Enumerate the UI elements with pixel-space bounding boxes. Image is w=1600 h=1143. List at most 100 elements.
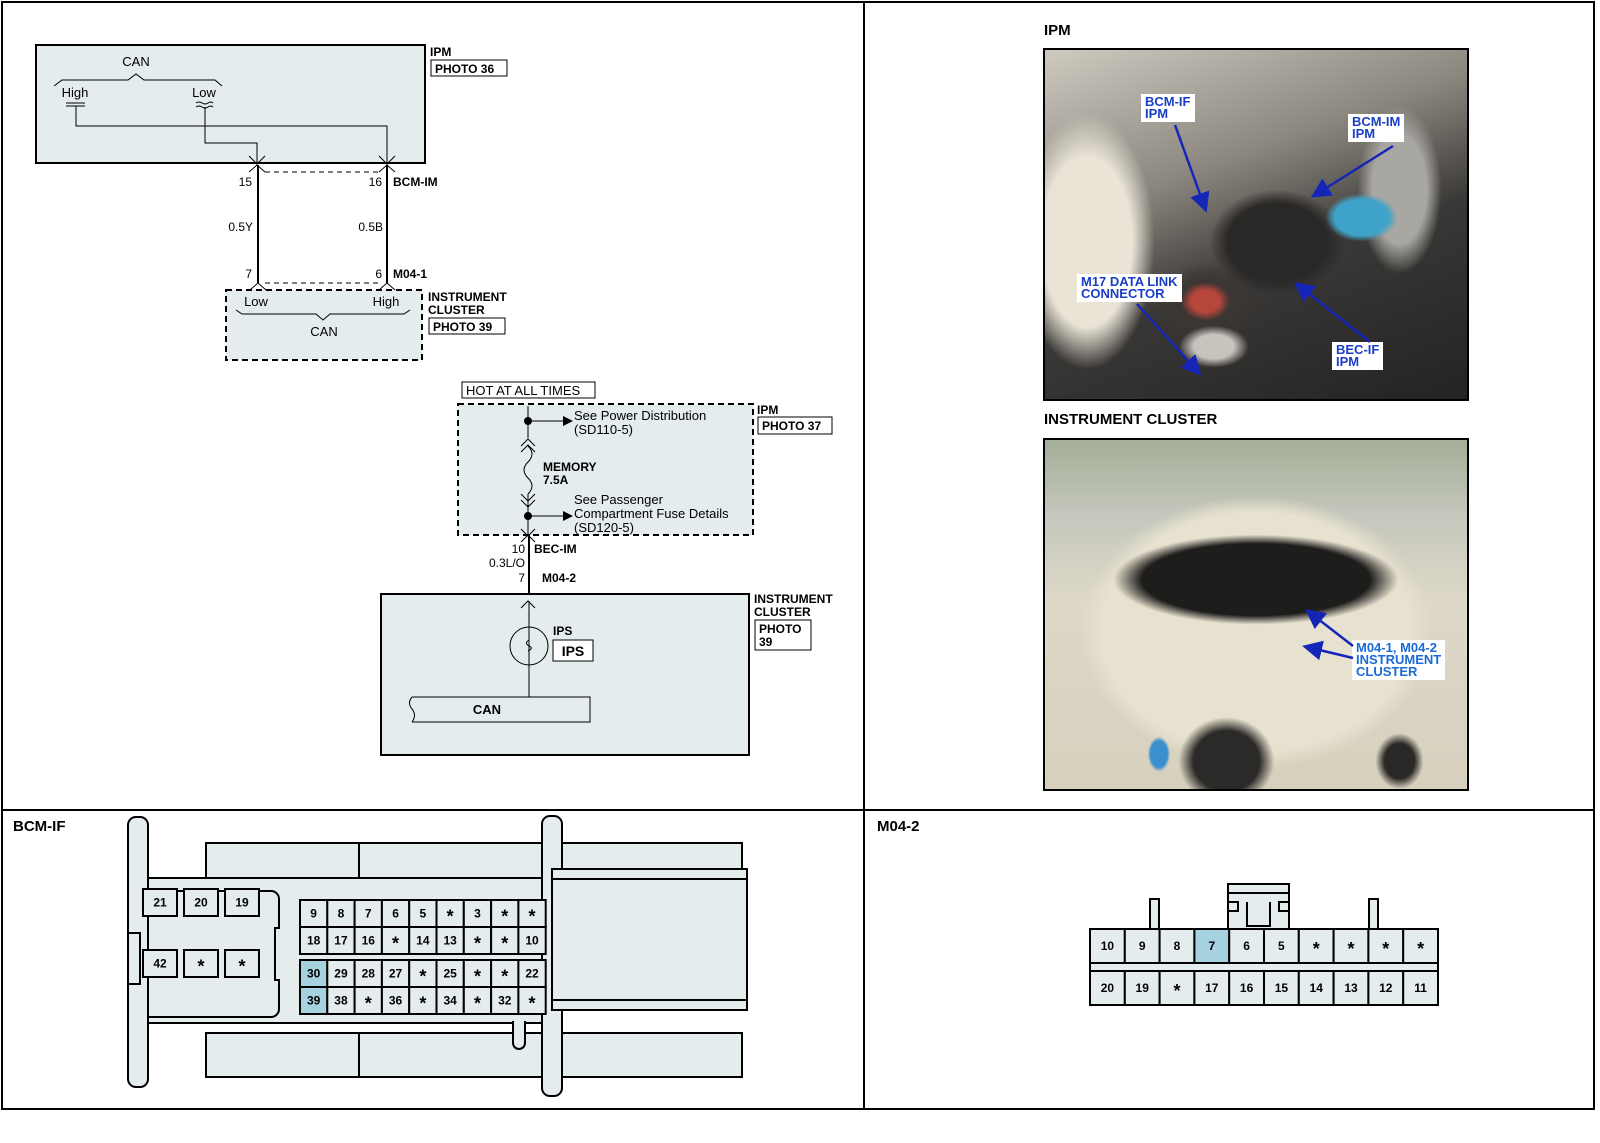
callout-bcm-im: BCM-IM IPM (1348, 114, 1405, 142)
connector-pin-label: * (1347, 939, 1354, 959)
connector-pin-label: 29 (334, 967, 348, 981)
connector-pin-label: * (501, 967, 508, 987)
connector-pin-label: 20 (194, 896, 208, 910)
arrow-right-icon (563, 511, 573, 521)
connector-pin-cell (462, 926, 493, 955)
ips-label: IPS (553, 624, 572, 638)
fuse-icon (523, 445, 533, 495)
connector-pin-label: * (365, 994, 372, 1014)
m04-2-row-separator (1089, 962, 1439, 972)
photo-37-ref[interactable] (757, 416, 833, 435)
connector-pin-label: 10 (525, 934, 539, 948)
connector-pin-label: 17 (334, 934, 348, 948)
pin-15: 15 (239, 175, 253, 189)
connector-pin-cell (1228, 970, 1266, 1006)
arrow-icon (1294, 281, 1371, 343)
connector-pin-label: * (447, 907, 454, 927)
see-passenger-fuse-link[interactable]: See Passenger (574, 492, 664, 507)
connector-pin-label: 15 (1275, 981, 1289, 995)
cluster-can-label: CAN (310, 324, 337, 339)
connector-pin-cell (1367, 970, 1405, 1006)
connector-pin-label: 8 (338, 907, 345, 921)
cluster-label: INSTRUMENT (428, 290, 507, 304)
connector-pin-cell (183, 888, 219, 917)
instrument-cluster-photo: M04-1, M04-2 INSTRUMENT CLUSTER (1043, 438, 1469, 791)
arrow-icon (1310, 144, 1394, 198)
connector-pin-cell (1332, 970, 1370, 1006)
connector-pin-label: 6 (392, 907, 399, 921)
connector-pin-label: 16 (1240, 981, 1254, 995)
connector-pin-label: 25 (443, 967, 457, 981)
instrument-cluster-ips: IPS IPS CAN INSTRUMENT CLUSTER PHOTO 39 (380, 592, 833, 756)
connector-pin-cell (462, 959, 493, 988)
connector-pin-cell (299, 986, 329, 1015)
page-frame (1, 1, 1595, 1110)
connector-pin-cell (435, 926, 465, 955)
pin-16: 16 (369, 175, 383, 189)
connector-pin-label: 19 (1136, 981, 1150, 995)
connector-pin-label: 17 (1205, 981, 1219, 995)
connector-pin-cell (490, 986, 520, 1015)
connector-pin-cell (142, 949, 178, 978)
svg-text:CLUSTER: CLUSTER (754, 605, 811, 619)
svg-text:CLUSTER: CLUSTER (428, 303, 485, 317)
connector-pin-cell (435, 899, 465, 928)
callout-m04-connectors: M04-1, M04-2 INSTRUMENT CLUSTER (1352, 640, 1446, 680)
connector-pin-cell (517, 986, 547, 1015)
connector-pin-label: * (197, 957, 204, 977)
wiring-schematic: CAN High Low IPM PHOTO 36 15 16 BCM-IM 0… (35, 44, 833, 756)
connector-pin-cell (1123, 928, 1161, 964)
connector-pin-label: 30 (307, 967, 321, 981)
connector-pin-label: 39 (307, 994, 321, 1008)
connector-pin-label: * (474, 934, 481, 954)
see-power-distribution-link[interactable]: See Power Distribution (574, 408, 706, 423)
connector-pin-label: 8 (1174, 939, 1181, 953)
photo-36-ref[interactable] (430, 59, 508, 77)
bec-im-label: BEC-IM (534, 542, 577, 556)
connector-pin-cell (517, 959, 547, 988)
cluster-high-label: High (373, 294, 400, 309)
can-low-trace (204, 107, 258, 165)
callout-m17-data-link: M17 DATA LINK CONNECTOR (1077, 274, 1182, 302)
connector-pin-label: 5 (1278, 939, 1285, 953)
arrow-icon (1305, 608, 1354, 647)
hot-at-all-times-label (461, 381, 596, 399)
connector-pin-label: 12 (1379, 981, 1393, 995)
svg-text:IPS: IPS (562, 643, 585, 659)
pin-10: 10 (512, 542, 526, 556)
connector-pin-label: * (529, 907, 536, 927)
cluster-low-label: Low (244, 294, 268, 309)
arrow-right-icon (563, 416, 573, 426)
arrow-icon (1136, 303, 1202, 376)
connector-pin-label: 28 (362, 967, 376, 981)
connector-pin-cell (1089, 928, 1126, 964)
callout-bec-if: BEC-IF IPM (1332, 342, 1384, 370)
fuse-name: MEMORY (543, 460, 597, 474)
svg-text:(SD110-5): (SD110-5) (574, 422, 633, 437)
connector-pin-label: 6 (1243, 939, 1250, 953)
connector-pin-label: 9 (1139, 939, 1146, 953)
connector-pin-label: * (474, 994, 481, 1014)
cluster-photo-title: INSTRUMENT CLUSTER (1044, 411, 1218, 428)
photo-39-ref-2[interactable] (754, 619, 812, 651)
connector-pin-label: * (1313, 939, 1320, 959)
ipm-photo-arrows (1136, 124, 1394, 376)
svg-text:39: 39 (759, 635, 773, 649)
connector-pin-label: 9 (310, 907, 317, 921)
connector-pin-cell (1297, 970, 1335, 1006)
connector-pin-cell (408, 986, 438, 1015)
connector-pin-label: * (238, 957, 245, 977)
ipm-photo-title: IPM (1044, 22, 1071, 39)
photo-39-ref[interactable] (428, 317, 506, 335)
connector-pin-cell (408, 926, 438, 955)
horizontal-divider (1, 809, 1595, 811)
connector-pin-cell (326, 926, 356, 955)
connector-pin-cell (224, 888, 260, 917)
wire-right-label: 0.5B (358, 220, 383, 234)
connector-pin-cell (517, 926, 547, 955)
